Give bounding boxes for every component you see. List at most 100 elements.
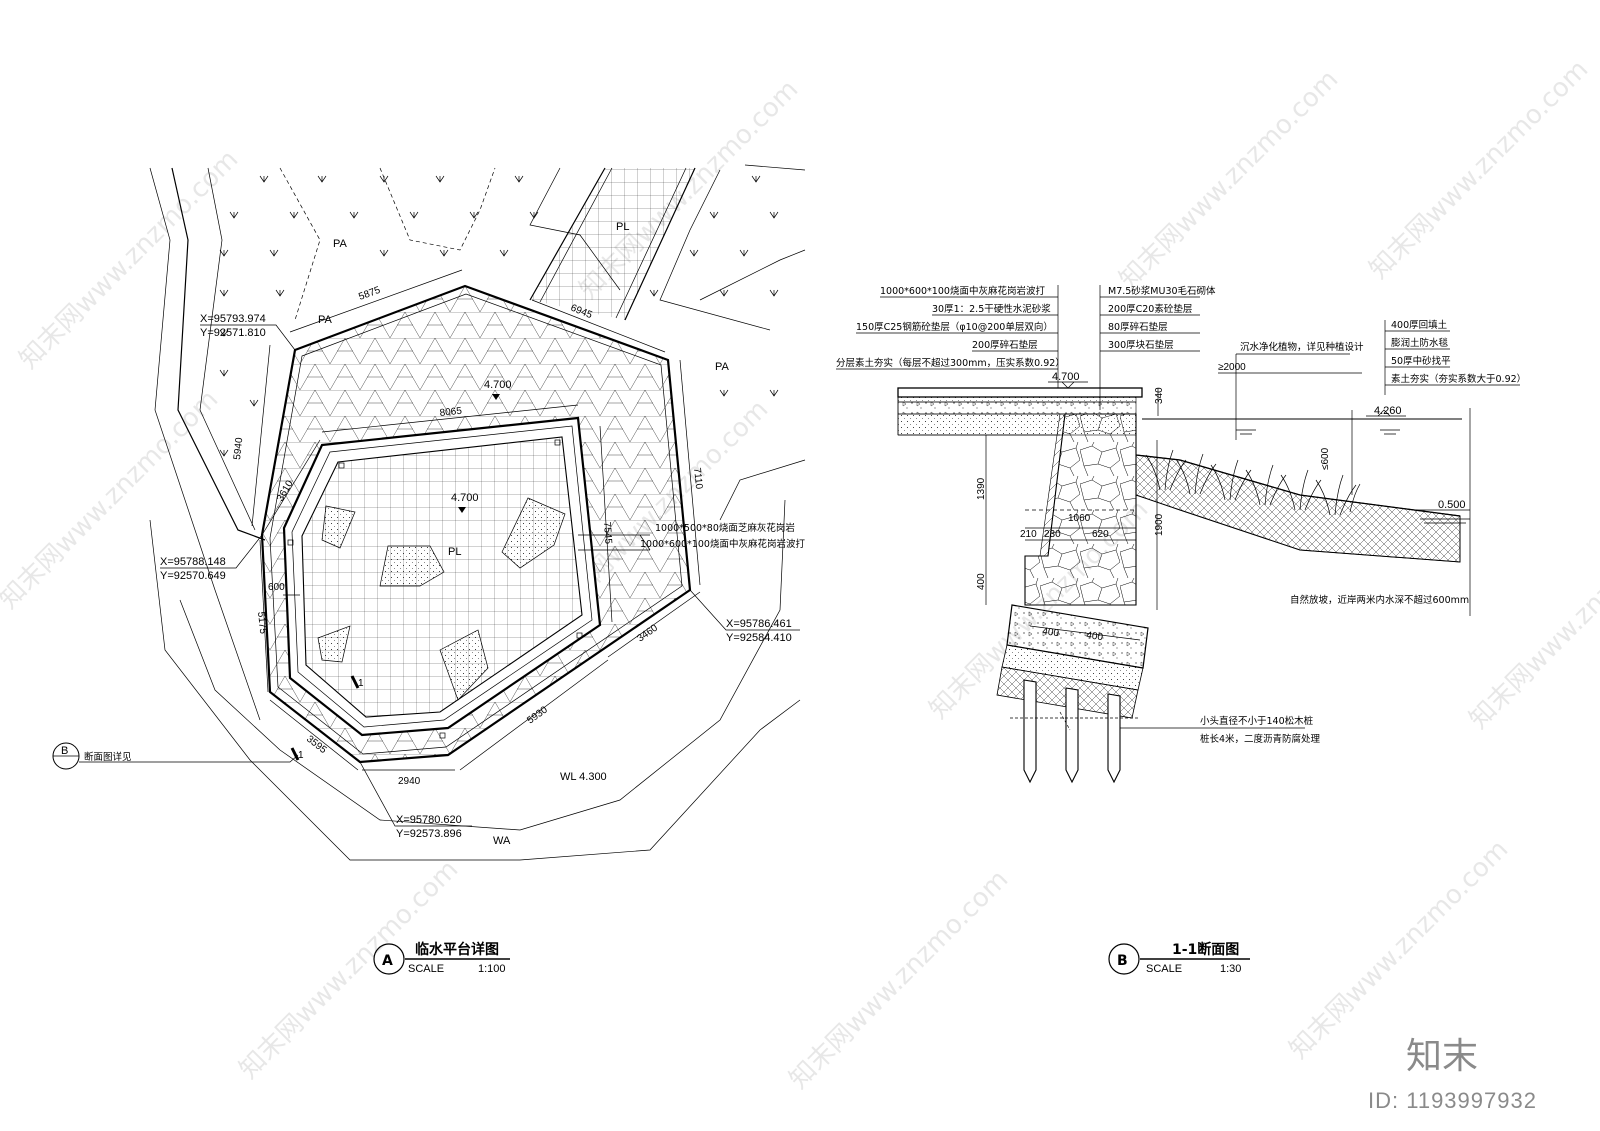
dim-label: 400 <box>976 573 987 590</box>
elevation-label: 4.700 <box>1052 371 1080 383</box>
note-line: 1000*600*100烧面中灰麻花岗岩波打 <box>880 285 1045 297</box>
title-circle <box>373 943 405 975</box>
note-line: 素土夯实（夯实系数大于0.92） <box>1391 373 1526 385</box>
note-line: 50厚中砂找平 <box>1391 355 1451 367</box>
coord-y: Y=92571.810 <box>200 327 266 339</box>
dim-label: 600 <box>268 582 285 593</box>
dim-label: 8065 <box>439 406 463 419</box>
water-contour <box>149 519 801 861</box>
note-line: 300厚块石垫层 <box>1108 339 1174 351</box>
planting-boundary <box>659 169 771 331</box>
note-line: 200厚碎石垫层 <box>972 339 1038 351</box>
water-contour <box>744 164 806 171</box>
watermark-text: 知末网www.znzmo.com <box>1114 64 1345 295</box>
pile-note: 桩长4米，二度沥青防腐处理 <box>1200 733 1321 745</box>
dim-label: 7545 <box>601 521 614 544</box>
stepping-stone <box>501 497 566 569</box>
material-note: 1000*500*80烧面芝麻灰花岗岩 <box>655 522 795 534</box>
title-circle <box>1108 943 1140 975</box>
area-label-pa: PA <box>333 238 348 250</box>
brand-watermark: 知末 ID: 1193997932 <box>1368 1036 1537 1113</box>
shore-line <box>199 167 256 531</box>
section-ref-text: 断面图详见 <box>84 751 132 763</box>
section-title: 1-1断面图 <box>1172 941 1239 958</box>
dimension-lines <box>251 269 701 771</box>
watermark-text: 知末网www.znzmo.com <box>1284 834 1515 1065</box>
water-level-label: WL 4.300 <box>560 771 607 783</box>
right-notes: 400厚回填土 膨润土防水毯 50厚中砂找平 素土夯实（夯实系数大于0.92） <box>1385 319 1526 386</box>
watermark-text: 知末网www.znzmo.com <box>784 864 1015 1095</box>
elevation-marker-icon <box>458 507 466 513</box>
dim-label: 620 <box>1092 529 1109 540</box>
note-line: M7.5砂浆MU30毛石砌体 <box>1108 285 1216 297</box>
planting-boundary <box>279 167 321 321</box>
note-line: 30厚1：2.5干硬性水泥砂浆 <box>932 303 1051 315</box>
planting-symbols <box>219 175 779 457</box>
area-label-pl: PL <box>448 546 461 558</box>
image-id: ID: 1193997932 <box>1368 1088 1537 1113</box>
slope-note: 自然放坡，近岸两米内水深不超过600mm <box>1290 594 1469 606</box>
section-title-block: B 1-1断面图 SCALE 1:30 <box>1108 941 1250 975</box>
water-contour <box>719 459 806 521</box>
cut-mark-label: 1 <box>298 750 304 761</box>
coord-y: Y=92584.410 <box>726 632 792 644</box>
water-symbol <box>1420 518 1470 524</box>
scale-value: 1:100 <box>478 963 506 975</box>
mid-notes: M7.5砂浆MU30毛石砌体 200厚C20素砼垫层 80厚碎石垫层 300厚块… <box>1100 285 1216 352</box>
coord-y: Y=92573.896 <box>396 828 462 840</box>
coord-x: X=95793.974 <box>200 313 266 325</box>
section-reference: B 断面图详见 <box>52 742 299 770</box>
dim-label: 5940 <box>232 437 245 461</box>
material-note: 1000*600*100烧面中灰麻花岗岩波打 <box>640 538 805 550</box>
platform-inner-edge <box>282 416 602 737</box>
pond-subgrade <box>1135 494 1461 563</box>
platform-band <box>291 425 593 728</box>
pond-bottom <box>1135 454 1461 517</box>
dim-label: 5175 <box>255 611 268 635</box>
dim-label: 1060 <box>1068 513 1091 524</box>
pile-note: 小头直径不小于140松木桩 <box>1200 715 1314 727</box>
rubble-stone-wall <box>1024 413 1137 606</box>
timber-piles <box>1010 679 1140 784</box>
corner-markers <box>287 439 583 739</box>
dim-label: 230 <box>1044 529 1061 540</box>
note-line: 分层素土夯实（每层不超过300mm，压实系数0.92） <box>836 357 1065 369</box>
dim-label: 3595 <box>304 734 329 757</box>
dim-label: 340 <box>1154 387 1165 404</box>
elevation-label: 0.500 <box>1438 499 1466 511</box>
water-contour <box>699 249 806 301</box>
dim-label: ≤600 <box>1320 447 1331 470</box>
water-symbol <box>1236 429 1256 435</box>
dim-label: 5930 <box>525 704 550 726</box>
note-line: 80厚碎石垫层 <box>1108 321 1168 333</box>
section-dimension-lines <box>985 372 1471 641</box>
path-edge <box>539 167 687 319</box>
area-label-wa: WA <box>493 835 511 847</box>
dim-label: 400 <box>1086 630 1104 643</box>
left-notes: 1000*600*100烧面中灰麻花岗岩波打 30厚1：2.5干硬性水泥砂浆 1… <box>836 285 1065 370</box>
note-leader <box>1235 353 1350 440</box>
section-view: 4.700 4.260 0.500 340 1390 400 1900 1060… <box>836 285 1526 975</box>
platform-inner-paving <box>302 437 582 717</box>
path-paving <box>530 168 695 320</box>
area-label-pa: PA <box>318 314 333 326</box>
coordinate-note: X=95780.620 Y=92573.896 <box>359 761 472 840</box>
granite-paving <box>897 387 1143 398</box>
dim-label: 210 <box>1020 529 1037 540</box>
plant-note: 沉水净化植物，详见种植设计 <box>1240 341 1364 353</box>
plan-title: 临水平台详图 <box>415 941 499 958</box>
watermark-text: 知末网www.znzmo.com <box>14 144 245 375</box>
note-line: 膨润土防水毯 <box>1391 337 1449 349</box>
water-contour <box>179 499 786 831</box>
dim-label: 1390 <box>976 477 987 500</box>
path-edge <box>529 167 696 321</box>
brand-logo: 知末 <box>1406 1036 1478 1077</box>
watermark-layer: 知末网www.znzmo.com 知末网www.znzmo.com 知末网www… <box>0 54 1600 1095</box>
dim-label: ≥2000 <box>1218 362 1246 373</box>
shore-line <box>149 167 261 721</box>
watermark-text: 知末网www.znzmo.com <box>1464 504 1600 735</box>
dim-label: 2940 <box>398 776 421 787</box>
stepping-stone <box>439 629 489 701</box>
note-line: 150厚C25钢筋砼垫层（φ10@200单层双向） <box>856 321 1053 333</box>
dim-label: 7110 <box>691 467 704 490</box>
